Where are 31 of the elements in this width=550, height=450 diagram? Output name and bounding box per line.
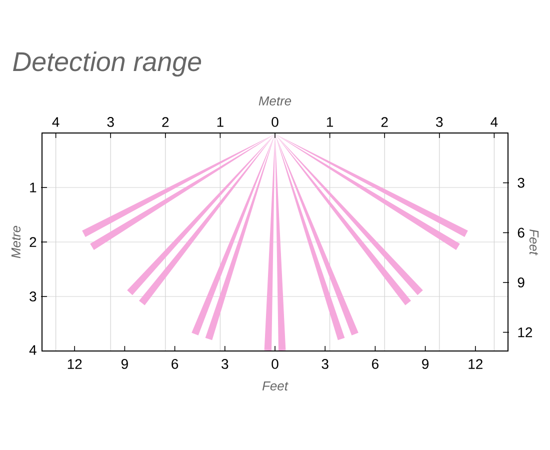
tick-label: 4 — [52, 117, 60, 127]
tick-label: 3 — [436, 117, 443, 127]
tick-label: 2 — [30, 237, 36, 247]
tick-label: 6 — [172, 359, 178, 369]
tick-label: 2 — [162, 117, 169, 127]
tick-label: 9 — [518, 278, 524, 288]
tick-label: 9 — [422, 359, 429, 369]
tick-label: 3 — [322, 359, 328, 369]
tick-label: 12 — [468, 359, 482, 369]
axis-title: Feet — [529, 229, 539, 256]
tick-label: 3 — [30, 292, 36, 302]
tick-label: 3 — [518, 178, 524, 188]
tick-label: 12 — [518, 327, 532, 338]
tick-label: 12 — [68, 359, 82, 369]
tick-label: 0 — [272, 359, 278, 369]
tick-label: 3 — [107, 117, 114, 127]
tick-label: 1 — [327, 117, 333, 127]
tick-label: 0 — [272, 117, 278, 127]
tick-label: 1 — [30, 182, 36, 192]
tick-label: 2 — [381, 117, 388, 127]
tick-label: 4 — [490, 117, 498, 127]
tick-label: 6 — [518, 228, 524, 238]
tick-label: 1 — [217, 117, 224, 127]
axis-title: Metre — [258, 96, 292, 106]
tick-label: 9 — [121, 359, 128, 369]
axis-title: Metre — [12, 226, 21, 258]
chart-title: Detection range — [13, 51, 202, 77]
tick-label: 6 — [372, 359, 378, 369]
tick-label: 3 — [222, 359, 228, 369]
axis-title: Feet — [262, 381, 288, 390]
tick-label: 4 — [29, 345, 36, 355]
